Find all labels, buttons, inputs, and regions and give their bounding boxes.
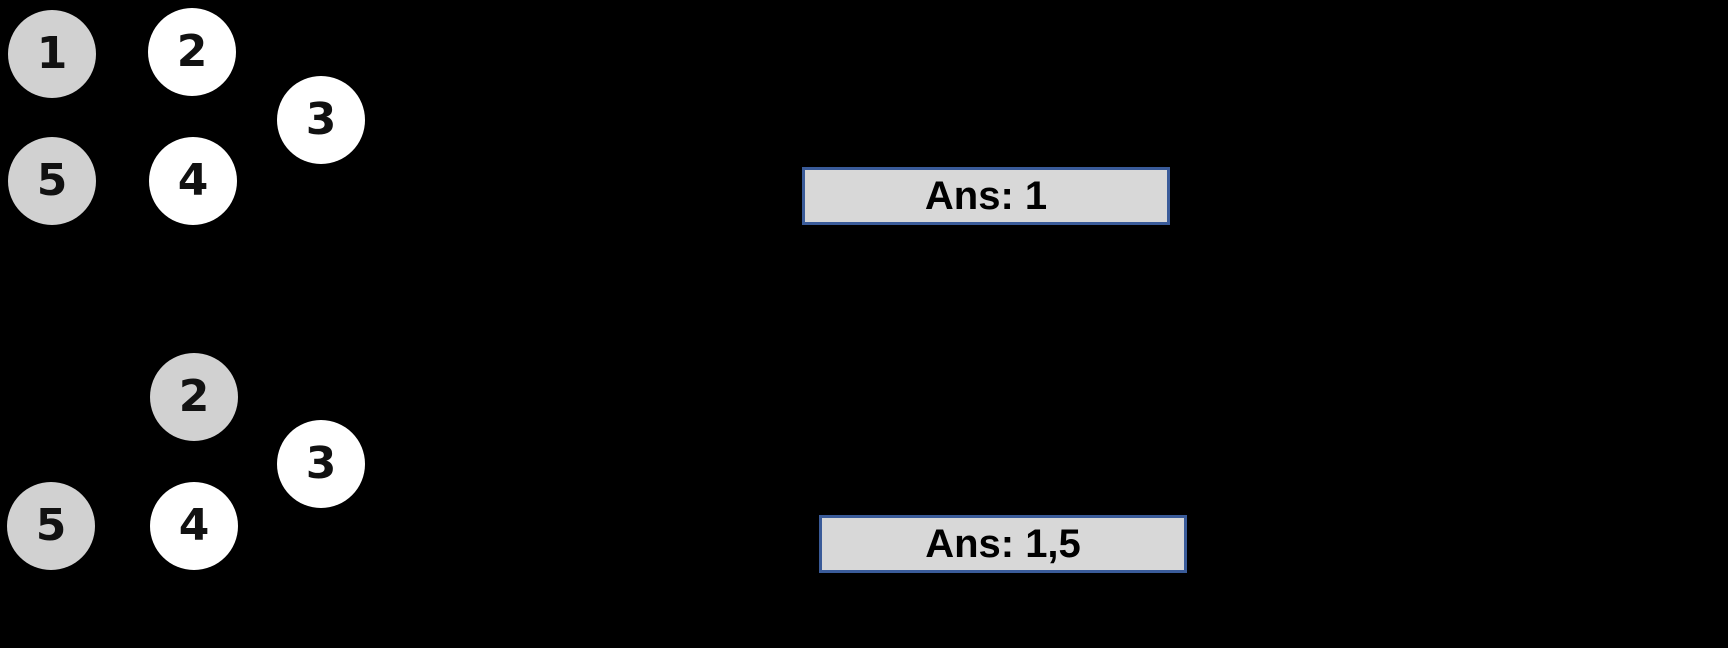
node-circle-bottom-3: 3: [277, 420, 365, 508]
node-circle-top-3: 3: [277, 76, 365, 164]
node-circle-top-1: 1: [8, 10, 96, 98]
node-circle-top-5: 5: [8, 137, 96, 225]
answer-box-bottom[interactable]: Ans: 1,5: [819, 515, 1187, 573]
answer-box-top[interactable]: Ans: 1: [802, 167, 1170, 225]
node-circle-top-2: 2: [148, 8, 236, 96]
node-circle-bottom-4: 4: [150, 482, 238, 570]
node-circle-top-4: 4: [149, 137, 237, 225]
node-circle-bottom-2: 2: [150, 353, 238, 441]
node-circle-bottom-5: 5: [7, 482, 95, 570]
